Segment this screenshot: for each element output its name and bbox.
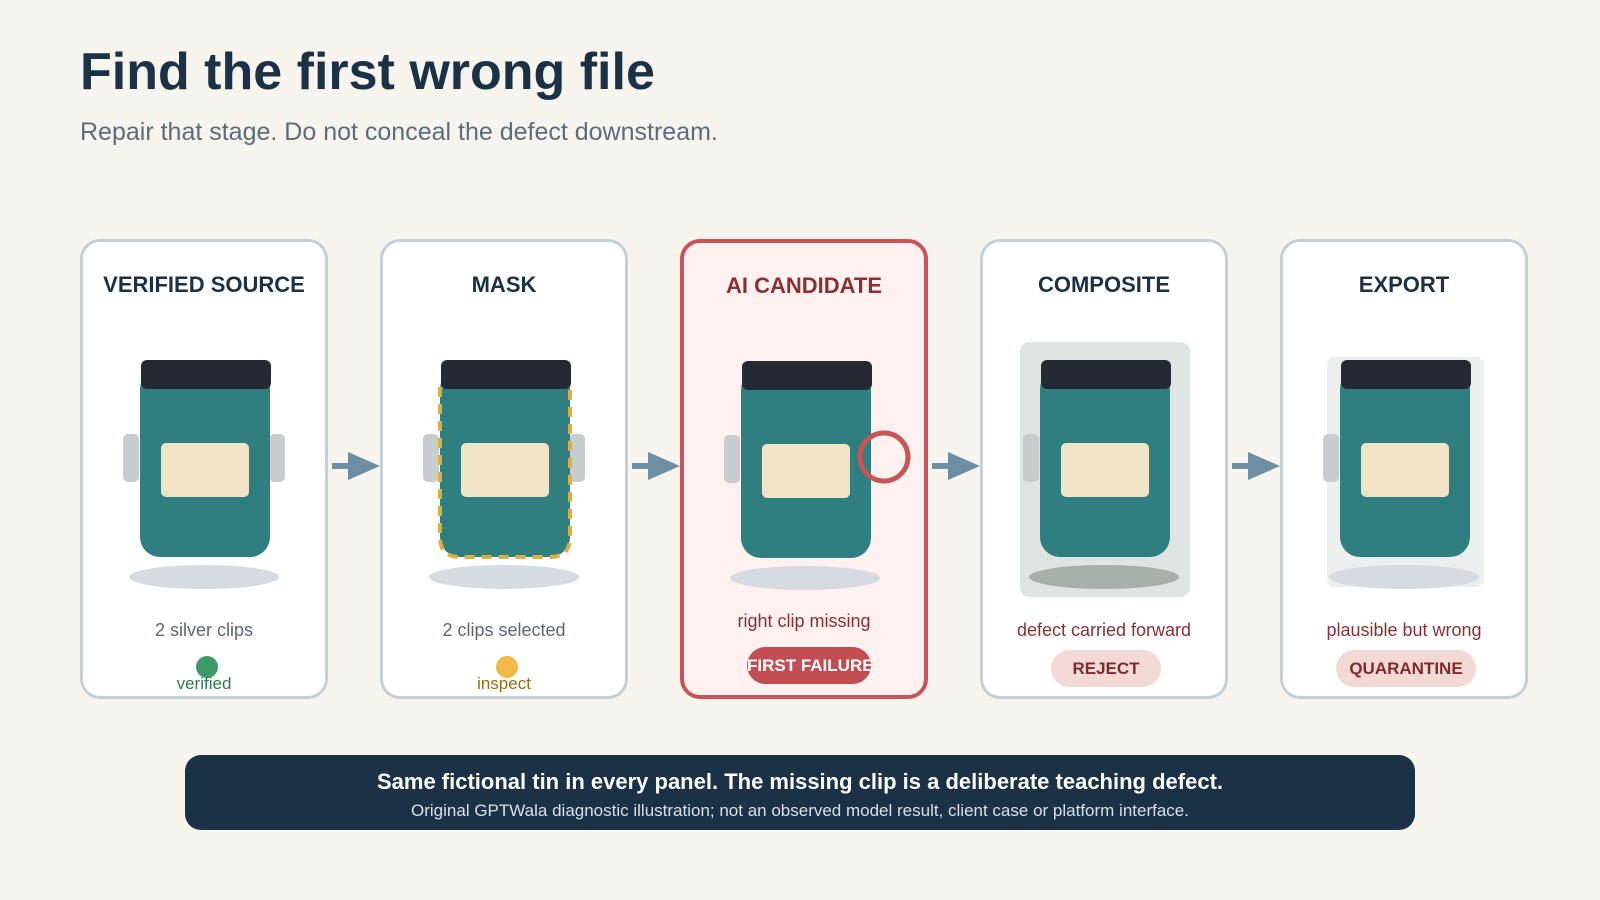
stage-caption: 2 clips selected	[442, 620, 566, 640]
arrow-icon	[932, 452, 980, 480]
banner-message: Same fictional tin in every panel. The m…	[376, 769, 1224, 794]
stage-panel-export: EXPORT plausible but wrong QUARANTINE	[1280, 239, 1528, 699]
status-badge: REJECT	[1051, 650, 1161, 687]
stage-title: AI CANDIDATE	[725, 273, 883, 298]
tin-shadow	[129, 565, 279, 589]
missing-clip-marker	[857, 430, 911, 484]
tin-illustration	[123, 360, 285, 589]
tin-shadow	[429, 565, 579, 589]
page-subtitle: Repair that stage. Do not conceal the de…	[80, 118, 718, 146]
status-dot-inspect	[496, 656, 518, 678]
footer-banner: Same fictional tin in every panel. The m…	[185, 755, 1415, 830]
stage-panel-composite: COMPOSITE defect carried forward REJECT	[980, 239, 1228, 699]
stage-caption: 2 silver clips	[154, 620, 254, 640]
tin-shadow	[1329, 565, 1479, 589]
status-label: inspect	[477, 674, 531, 693]
left-clip	[1323, 434, 1339, 482]
tin-illustration	[1323, 357, 1484, 589]
right-clip	[269, 434, 285, 482]
stage-caption: right clip missing	[737, 611, 871, 631]
stage-panel-mask: MASK 2 clips selected inspect	[380, 239, 628, 699]
arrow-icon	[332, 452, 380, 480]
tin-lid	[742, 361, 872, 390]
status-dot-verified	[196, 656, 218, 678]
tin-label	[161, 443, 249, 497]
arrow-icon	[1232, 452, 1280, 480]
tin-illustration	[423, 360, 585, 589]
stage-title: EXPORT	[1358, 272, 1450, 297]
tin-lid	[1341, 360, 1471, 389]
left-clip	[724, 435, 740, 483]
banner-disclaimer: Original GPTWala diagnostic illustration…	[411, 801, 1189, 820]
tin-lid	[141, 360, 271, 389]
tin-shadow	[730, 566, 880, 590]
left-clip	[123, 434, 139, 482]
stage-title: VERIFIED SOURCE	[103, 272, 305, 297]
status-badge: FIRST FAILURE	[747, 647, 871, 684]
stage-caption: defect carried forward	[1016, 620, 1192, 640]
left-clip	[1023, 434, 1039, 482]
tin-label	[461, 443, 549, 497]
tin-illustration	[724, 361, 911, 590]
tin-label	[1061, 443, 1149, 497]
stage-title: MASK	[471, 272, 537, 297]
status-badge: QUARANTINE	[1336, 650, 1476, 687]
stage-panel-ai-candidate: AI CANDIDATE right clip missing FIRST FA…	[680, 239, 928, 699]
right-clip	[569, 434, 585, 482]
mask-outline	[438, 387, 572, 559]
tin-lid	[1041, 360, 1171, 389]
tin-shadow	[1029, 565, 1179, 589]
tin-lid	[441, 360, 571, 389]
tin-label	[762, 444, 850, 498]
stage-caption: plausible but wrong	[1326, 620, 1482, 640]
tin-illustration	[1020, 342, 1190, 597]
left-clip	[423, 434, 439, 482]
tin-label	[1361, 443, 1449, 497]
status-label: verified	[176, 674, 232, 693]
stage-title: COMPOSITE	[1037, 272, 1170, 297]
arrow-icon	[632, 452, 680, 480]
stage-panel-verified-source: VERIFIED SOURCE 2 silver clips verified	[80, 239, 328, 699]
page-title: Find the first wrong file	[80, 43, 655, 101]
